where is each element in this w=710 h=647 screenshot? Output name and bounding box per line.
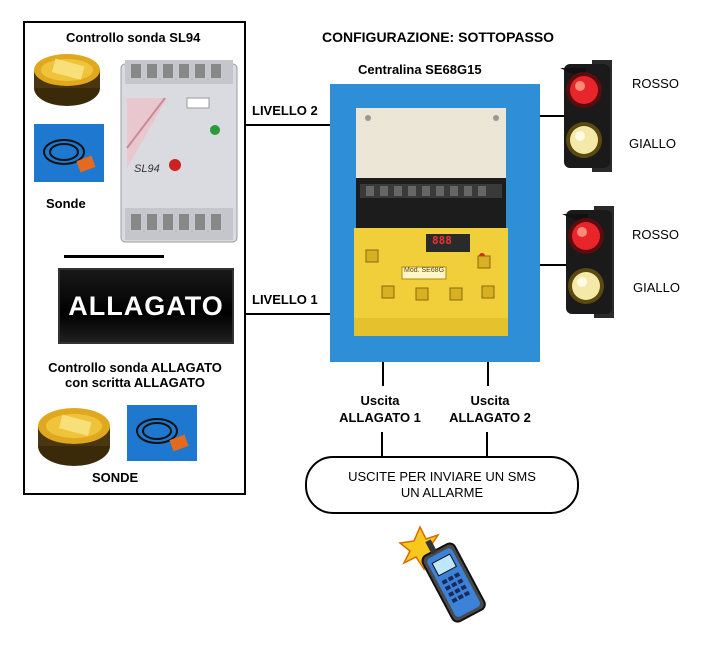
allagato-sign: ALLAGATO: [58, 268, 234, 344]
traffic-light-2: [562, 206, 614, 318]
probe-cable-image: [34, 124, 104, 182]
mobile-phone-icon: [398, 525, 486, 623]
sms-box-line2: UN ALLARME: [400, 485, 484, 500]
unit-display: 888: [432, 234, 452, 247]
uscita2-bottom-line: [486, 432, 488, 456]
light1-top-label: ROSSO: [632, 76, 679, 91]
light2-bottom-label: GIALLO: [633, 280, 680, 295]
allagato-title-line2: con scritta ALLAGATO: [65, 375, 205, 390]
panel-divider: [64, 255, 164, 258]
central-unit-image: [330, 84, 540, 362]
sl94-title: Controllo sonda SL94: [66, 30, 201, 45]
sonde-label: Sonde: [46, 196, 86, 211]
probe-sensor-image: [34, 54, 100, 106]
sl94-device-image: [120, 60, 238, 243]
allagato-title-line1: Controllo sonda ALLAGATO: [48, 360, 222, 375]
light1-line: [540, 115, 570, 117]
traffic-light-1: [560, 60, 612, 172]
uscita1-bottom-line: [381, 432, 383, 456]
uscita1-label: Uscita ALLAGATO 1: [320, 392, 440, 426]
livello2-line: [246, 124, 330, 126]
livello1-line: [246, 313, 330, 315]
uscita2-top-line: [487, 362, 489, 386]
probe-sensor-image: [38, 408, 110, 466]
light2-line: [540, 264, 568, 266]
sonde-upper-label: SONDE: [92, 470, 139, 485]
uscita1-top-line: [382, 362, 384, 386]
light2-top-label: ROSSO: [632, 227, 679, 242]
livello2-label: LIVELLO 2: [252, 103, 318, 118]
central-unit-label: Centralina SE68G15: [358, 62, 482, 77]
probe-cable-image: [127, 405, 197, 461]
uscita1-line1: Uscita: [360, 393, 400, 408]
uscita2-label: Uscita ALLAGATO 2: [430, 392, 550, 426]
uscita2-line1: Uscita: [470, 393, 510, 408]
unit-model-label: Mod. SE68G: [404, 267, 445, 274]
light1-bottom-label: GIALLO: [629, 136, 676, 151]
uscita1-line2: ALLAGATO 1: [339, 410, 421, 425]
sl94-device-label: SL94: [134, 163, 160, 175]
sms-box-line1: USCITE PER INVIARE UN SMS: [348, 469, 536, 484]
sensor-panel: [23, 21, 246, 495]
uscita2-line2: ALLAGATO 2: [449, 410, 531, 425]
livello1-label: LIVELLO 1: [252, 292, 318, 307]
sms-output-box: USCITE PER INVIARE UN SMS UN ALLARME: [305, 456, 579, 514]
allagato-title: Controllo sonda ALLAGATO con scritta ALL…: [28, 360, 242, 390]
page-title: CONFIGURAZIONE: SOTTOPASSO: [322, 29, 555, 45]
